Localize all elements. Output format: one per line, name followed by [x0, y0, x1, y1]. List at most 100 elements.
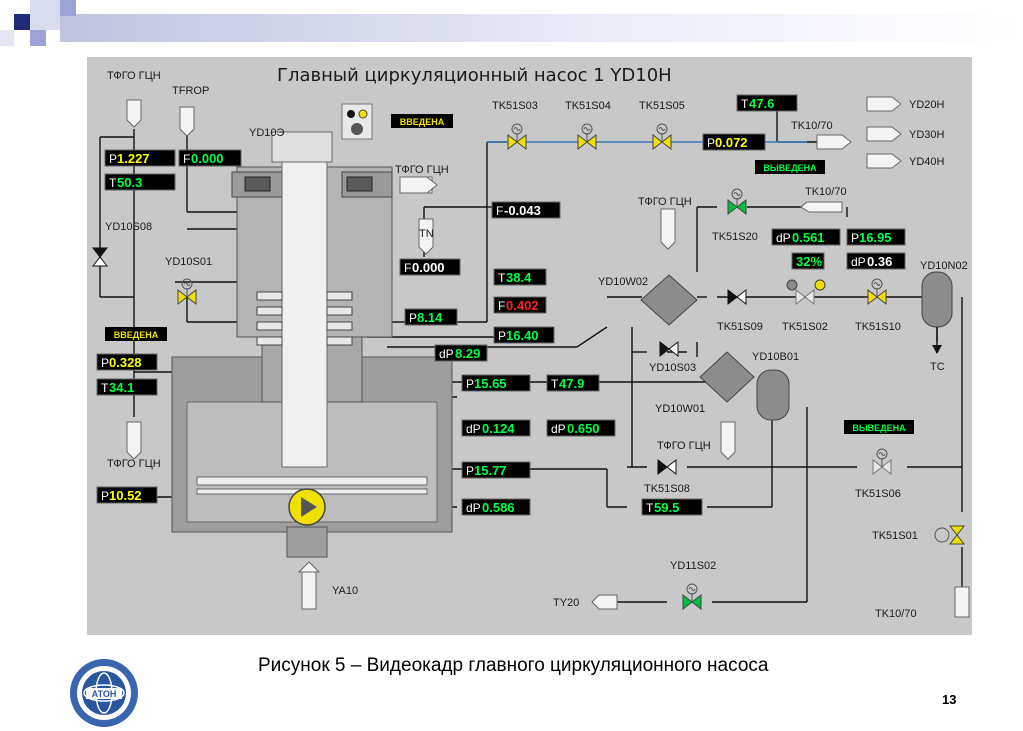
svg-text:ВЫВЕДЕНА: ВЫВЕДЕНА: [763, 163, 817, 173]
corner-square-1: [14, 14, 30, 30]
valve-tk51s08[interactable]: [657, 459, 677, 475]
label-tk1070-a: TK10/70: [791, 120, 833, 132]
corner-square-2: [30, 0, 60, 30]
status-badge-vyvedena-2: ВЫВЕДЕНА: [844, 420, 914, 434]
meter-value: -0.043: [504, 203, 541, 218]
valve-yd10s08[interactable]: [92, 247, 108, 267]
meter-value: 8.29: [455, 346, 480, 361]
meter-value: 0.124: [482, 421, 515, 436]
heat-exchanger-yd10w01[interactable]: [699, 351, 755, 403]
meter-value: 15.77: [474, 463, 507, 478]
meter-unit-label: P: [466, 377, 474, 391]
label-yd30h: YD30H: [909, 129, 945, 141]
meter-value: 15.65: [474, 376, 507, 391]
label-tk51s10: TK51S10: [855, 321, 901, 333]
meter-value: 0.072: [715, 135, 748, 150]
valve-yd11s02[interactable]: [682, 583, 702, 610]
meter-unit-label: dP: [439, 347, 454, 361]
tank-yd10n02[interactable]: [921, 271, 953, 328]
label-ty20: TY20: [553, 597, 579, 609]
svg-text:ВВЕДЕНА: ВВЕДЕНА: [400, 117, 445, 127]
aton-logo: АТОН: [70, 659, 138, 727]
meter-value: 0.650: [567, 421, 600, 436]
meter-value: 0.000: [191, 151, 224, 166]
valve-tk51s10[interactable]: [867, 278, 887, 305]
valve-tk51s09[interactable]: [727, 289, 747, 305]
meter-fneg: F-0.043: [491, 201, 561, 219]
valve-tk51s20[interactable]: [727, 188, 747, 215]
tk51s02-indicator-grey-icon: [786, 279, 798, 291]
valve-tk51s06[interactable]: [872, 448, 892, 475]
label-tfgo-low: ТФГО ГЦН: [657, 440, 711, 452]
valve-tk51s04[interactable]: [577, 123, 597, 150]
meter-value: 47.9: [559, 376, 584, 391]
meter-unit-label: P: [851, 231, 859, 245]
meter-unit-label: P: [101, 356, 109, 370]
meter-value: 38.4: [506, 270, 532, 285]
meter-unit-label: P: [409, 311, 417, 325]
meter-unit-label: dP: [466, 422, 481, 436]
indicator-black-icon: [347, 110, 355, 118]
valve-yd10s03[interactable]: [659, 341, 679, 357]
meter-unit-label: F: [404, 261, 411, 275]
label-yd10n02: YD10N02: [920, 260, 968, 272]
label-tk51s05: TK51S05: [639, 100, 685, 112]
status-badge-vvedena-top: ВВЕДЕНА: [391, 114, 453, 128]
meter-value: 0.586: [482, 500, 515, 515]
valve-tk51s01[interactable]: [949, 525, 965, 545]
label-tfgo-mid: ТФГО ГЦН: [395, 164, 449, 176]
meter-value: 0.402: [506, 298, 539, 313]
tk51s02-indicator-yellow-icon: [814, 279, 826, 291]
meter-unit-label: T: [498, 271, 506, 285]
label-tk51s03: TK51S03: [492, 100, 538, 112]
meter-unit-label: dP: [776, 231, 791, 245]
pump-diagram: Главный циркуляционный насос 1 YD10H: [92, 65, 970, 620]
motor-knob-icon: [351, 123, 363, 135]
meter-unit-label: T: [101, 381, 109, 395]
valve-tk51s05[interactable]: [652, 123, 672, 150]
meter-unit-label: T: [109, 176, 117, 190]
meter-unit-label: F: [183, 152, 190, 166]
label-ya10: YA10: [332, 585, 358, 597]
label-yd10w01: YD10W01: [655, 403, 705, 415]
connector-tags: [126, 96, 970, 618]
tank-yd10b01[interactable]: [756, 369, 790, 421]
label-yd10s03: YD10S03: [649, 362, 696, 374]
pump-arrow-icon: [301, 497, 317, 517]
meter-pct: 32%: [791, 252, 825, 270]
meter-unit-label: dP: [466, 501, 481, 515]
label-tfgo-top: ТФГО ГЦН: [107, 70, 161, 82]
valve-tk51s02[interactable]: [795, 289, 815, 305]
label-tk51s04: TK51S04: [565, 100, 611, 112]
meter-value: 32%: [796, 254, 822, 269]
meter-value: 16.95: [859, 230, 892, 245]
logo-text: АТОН: [92, 689, 117, 699]
meter-unit-label: P: [707, 136, 715, 150]
label-yd40h: YD40H: [909, 156, 945, 168]
label-tk51s09: TK51S09: [717, 321, 763, 333]
label-yd10e: YD10Э: [249, 127, 285, 139]
valve-tk51s03[interactable]: [507, 123, 527, 150]
motor-indicator-box[interactable]: [341, 103, 373, 140]
heat-exchanger-yd10w02[interactable]: [640, 274, 698, 326]
status-badge-vvedena-left: ВВЕДЕНА: [105, 327, 167, 341]
corner-square-3: [60, 0, 76, 16]
slide-header-bar: [60, 14, 1023, 42]
indicator-yellow-icon: [358, 109, 368, 119]
label-tk51s20: TK51S20: [712, 231, 758, 243]
